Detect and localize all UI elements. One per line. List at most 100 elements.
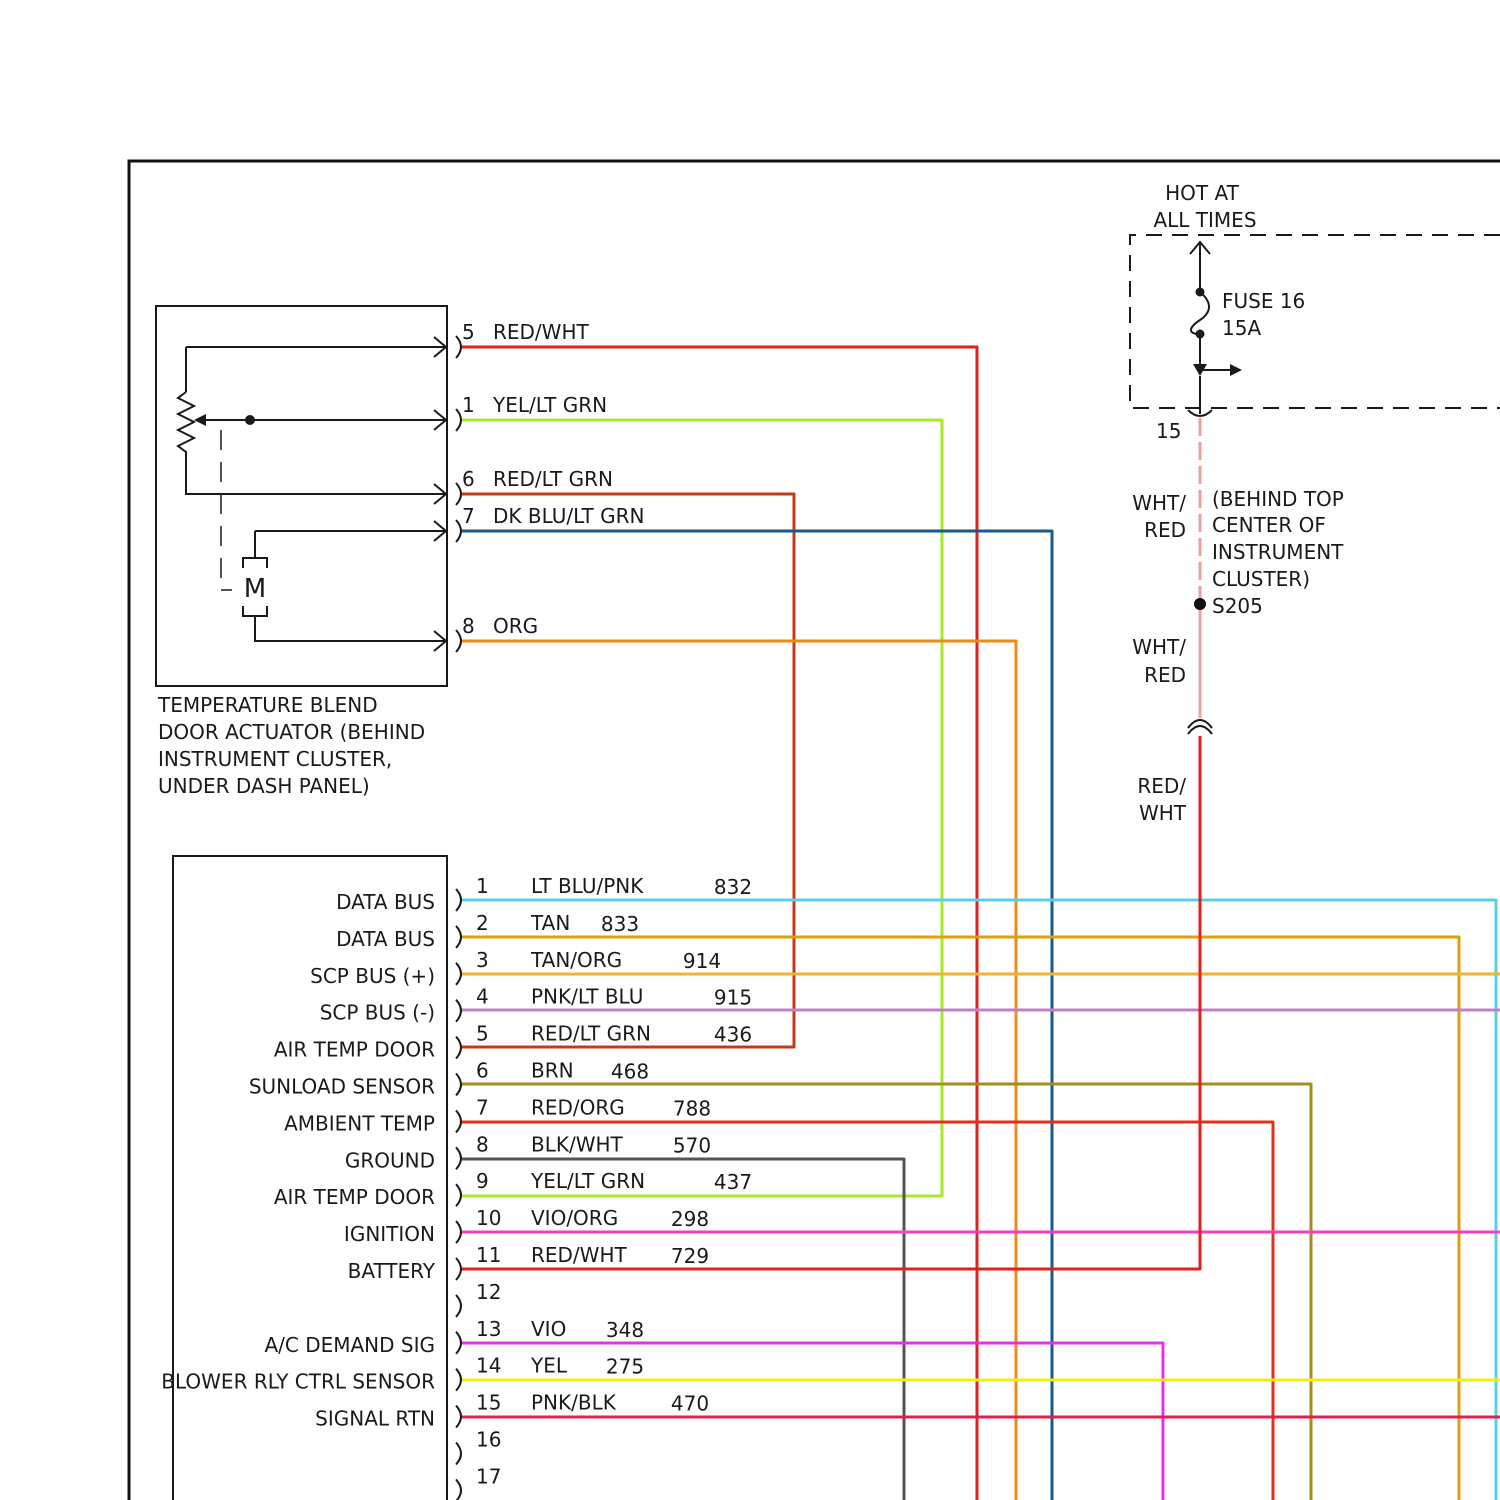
actuator-pin-5: 5 (462, 320, 475, 344)
module-wire-3: TAN/ORG (530, 948, 622, 972)
module-function-7: AMBIENT TEMP (284, 1111, 435, 1135)
module-circuit-9: 437 (714, 1170, 752, 1194)
actuator-connectors (456, 336, 461, 652)
module-wire-14: YEL (530, 1354, 568, 1378)
module-circuit-2: 833 (601, 912, 639, 936)
module-pin-9: 9 (476, 1169, 489, 1193)
module-wire-7: RED/ORG (531, 1095, 625, 1119)
module-function-4: SCP BUS (-) (320, 1001, 435, 1025)
hot-label-line2: ALL TIMES (1153, 208, 1256, 232)
module-function-5: AIR TEMP DOOR (274, 1038, 435, 1062)
module-wire-10: VIO/ORG (531, 1206, 618, 1230)
module-connector-8 (456, 1147, 461, 1169)
splice-s205-icon (1194, 598, 1206, 610)
actuator-wire-7: DK BLU/LT GRN (493, 504, 644, 528)
wire-red-lt-grn (462, 494, 794, 1047)
power-arrow-icon (1190, 242, 1210, 292)
module-connector-16 (456, 1443, 461, 1465)
actuator-pin-7: 7 (462, 504, 475, 528)
module-wire-6: BRN (531, 1059, 574, 1083)
hot-label-line1: HOT AT (1165, 181, 1239, 205)
module-circuit-13: 348 (606, 1318, 644, 1342)
module-pin-6: 6 (476, 1059, 489, 1083)
actuator-pin-1: 1 (462, 393, 475, 417)
module-connector-11 (456, 1258, 461, 1280)
module-circuit-15: 470 (671, 1392, 709, 1416)
module-wire-5: RED/LT GRN (531, 1022, 651, 1046)
module-function-1: DATA BUS (336, 890, 435, 914)
wht-red-lower-label-1: WHT/ (1132, 635, 1186, 659)
module-connector-7 (456, 1110, 461, 1132)
module-connector-2 (456, 926, 461, 948)
module-wire-13: VIO (531, 1317, 566, 1341)
wiper-junction (245, 415, 255, 425)
actuator-wire-8: ORG (493, 614, 538, 638)
actuator-pin-8: 8 (462, 614, 475, 638)
fuse-icon (1191, 292, 1209, 334)
module-pin-15: 15 (476, 1391, 501, 1415)
wht-red-lower-label-2: RED (1144, 663, 1186, 687)
module-pin-10: 10 (476, 1206, 501, 1230)
red-wht-label-1: RED/ (1137, 774, 1186, 798)
actuator-desc-line2: DOOR ACTUATOR (BEHIND (158, 720, 425, 744)
module-connector-15 (456, 1406, 461, 1428)
module-connector-6 (456, 1074, 461, 1096)
fuse-connector-icon (1188, 376, 1212, 416)
branch-arrow-icon (1230, 364, 1242, 376)
fuse-panel: HOT AT ALL TIMES FUSE 16 15A 15 (1130, 181, 1500, 443)
fuse-pin-number: 15 (1156, 419, 1181, 443)
fuse-label: FUSE 16 (1222, 289, 1305, 313)
actuator-desc-line3: INSTRUMENT CLUSTER, (158, 747, 392, 771)
module-function-15: SIGNAL RTN (315, 1407, 435, 1431)
module-circuit-8: 570 (673, 1133, 711, 1157)
module-circuit-10: 298 (671, 1207, 709, 1231)
fuse-box-outline (1130, 235, 1500, 408)
module-connector-12 (456, 1295, 461, 1317)
actuator-desc-line1: TEMPERATURE BLEND (157, 693, 378, 717)
wht-red-upper-label-1: WHT/ (1132, 491, 1186, 515)
module-box (173, 856, 447, 1500)
fuse-rating: 15A (1222, 316, 1261, 340)
module-pin-11: 11 (476, 1243, 501, 1267)
splice-id: S205 (1212, 594, 1263, 618)
module-function-13: A/C DEMAND SIG (264, 1333, 435, 1357)
module-wire-9: YEL/LT GRN (530, 1169, 645, 1193)
red-wht-label-2: WHT (1139, 801, 1187, 825)
splice-note-line3: INSTRUMENT (1212, 540, 1344, 564)
module-function-8: GROUND (345, 1148, 435, 1172)
splice-note-line1: (BEHIND TOP (1212, 487, 1344, 511)
module-circuit-14: 275 (606, 1355, 644, 1379)
module-circuit-6: 468 (611, 1060, 649, 1084)
module-wire-8: BLK/WHT (531, 1132, 624, 1156)
module-function-11: BATTERY (348, 1259, 436, 1283)
module-connector-4 (456, 1000, 461, 1022)
actuator-wire-6: RED/LT GRN (493, 467, 613, 491)
module-connector-10 (456, 1221, 461, 1243)
module-connector-13 (456, 1332, 461, 1354)
actuator-box (156, 306, 447, 686)
module-pin-4: 4 (476, 985, 489, 1009)
module-circuit-5: 436 (714, 1023, 752, 1047)
wiper-arrow-icon (194, 414, 206, 426)
module-function-14: BLOWER RLY CTRL SENSOR (161, 1370, 435, 1394)
module-circuit-11: 729 (671, 1244, 709, 1268)
mechanical-link (221, 430, 232, 590)
motor-leads (255, 531, 446, 641)
diagram-frame (129, 161, 1500, 1500)
module-wire-15: PNK/BLK (531, 1391, 617, 1415)
module-connector-9 (456, 1184, 461, 1206)
module-pin-13: 13 (476, 1317, 501, 1341)
inline-connector-icon (1188, 720, 1212, 734)
module-connector-5 (456, 1037, 461, 1059)
module-wire-1: LT BLU/PNK (531, 874, 644, 898)
temperature-blend-door-actuator: M 5 RED/WHT 1 YEL/LT GRN 6 RED/LT GRN 7 … (156, 306, 644, 798)
module-function-9: AIR TEMP DOOR (274, 1185, 435, 1209)
module-pin-12: 12 (476, 1280, 501, 1304)
module-connector-17 (456, 1479, 461, 1500)
potentiometer-icon (178, 392, 446, 494)
module-circuit-1: 832 (714, 875, 752, 899)
module-circuit-7: 788 (673, 1096, 711, 1120)
control-module: 1DATA BUSLT BLU/PNK8322DATA BUSTAN8333SC… (161, 856, 752, 1500)
